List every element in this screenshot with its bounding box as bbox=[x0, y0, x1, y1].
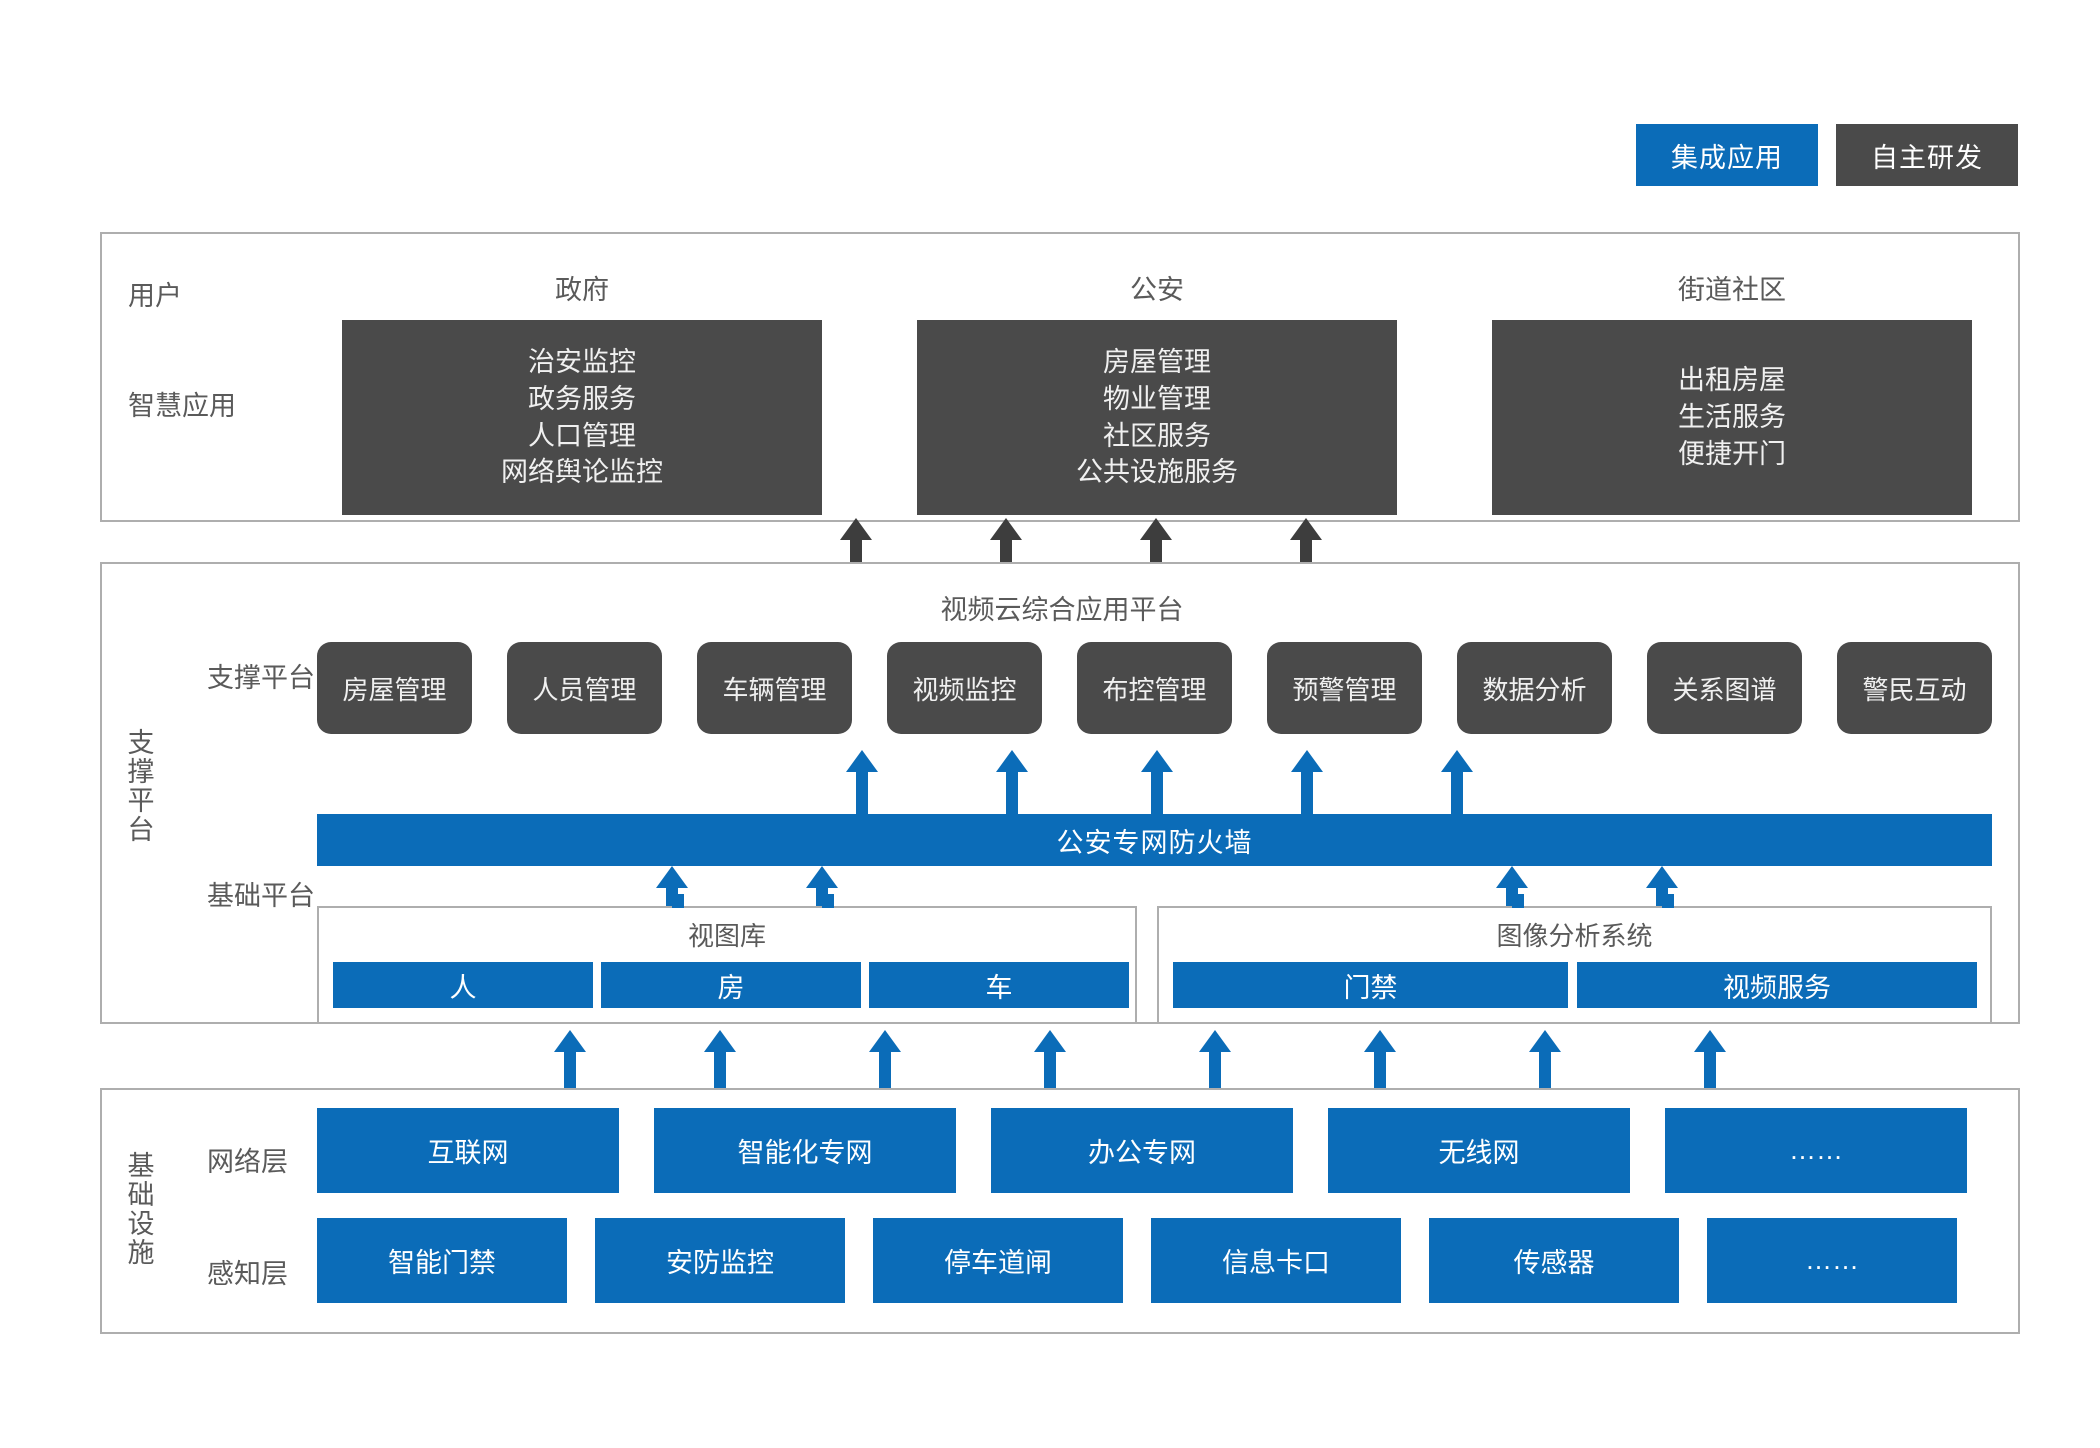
module-pill[interactable]: 布控管理 bbox=[1077, 642, 1232, 734]
perception-layer-item-label: 信息卡口 bbox=[1222, 1248, 1330, 1278]
module-pill-label: 数据分析 bbox=[1482, 674, 1587, 705]
connector-stub bbox=[672, 894, 684, 908]
perception-layer-item[interactable]: 传感器 bbox=[1429, 1218, 1679, 1303]
module-pill[interactable]: 预警管理 bbox=[1267, 642, 1422, 734]
perception-layer-item-label: 停车道闸 bbox=[944, 1248, 1052, 1278]
row-label-support-platform: 支撑平台 bbox=[207, 663, 315, 693]
base-item-label: 视频服务 bbox=[1723, 972, 1831, 1003]
network-layer-item-label: 办公专网 bbox=[1088, 1138, 1196, 1168]
application-item: 生活服务 bbox=[1678, 402, 1786, 432]
application-item: 便捷开门 bbox=[1678, 438, 1786, 469]
base-group-title: 视图库 bbox=[687, 921, 766, 951]
perception-layer-item[interactable]: 停车道闸 bbox=[873, 1218, 1123, 1303]
base-item-label: 车 bbox=[985, 972, 1013, 1003]
application-item: 网络舆论监控 bbox=[501, 457, 663, 488]
legend: 集成应用 自主研发 bbox=[1636, 124, 2018, 186]
perception-layer-item[interactable]: 智能门禁 bbox=[317, 1218, 567, 1303]
base-item[interactable]: 车 bbox=[869, 962, 1129, 1008]
module-pill[interactable]: 人员管理 bbox=[507, 642, 662, 734]
base-item[interactable]: 房 bbox=[601, 962, 861, 1008]
network-layer-item[interactable]: 无线网 bbox=[1328, 1108, 1630, 1193]
support-platform-panel: 支撑平台 视频云综合应用平台 支撑平台 房屋管理 人员管理 车辆管理 视频监控 … bbox=[100, 562, 2020, 1024]
module-pill-label: 布控管理 bbox=[1102, 674, 1207, 705]
row-label-perception-layer: 感知层 bbox=[207, 1259, 288, 1289]
base-item[interactable]: 门禁 bbox=[1173, 962, 1568, 1008]
column-title-public-security: 公安 bbox=[1130, 275, 1184, 305]
perception-layer-item-label: 智能门禁 bbox=[388, 1248, 496, 1278]
base-group-view-library: 视图库 人 房 车 bbox=[317, 906, 1137, 1024]
module-pill-label: 人员管理 bbox=[532, 674, 637, 705]
application-item: 公共设施服务 bbox=[1076, 457, 1238, 488]
connector-stub bbox=[1512, 894, 1524, 908]
perception-layer-item-ellipsis[interactable]: …… bbox=[1707, 1218, 1957, 1303]
module-pill-label: 车辆管理 bbox=[722, 674, 827, 705]
module-pill-label: 视频监控 bbox=[912, 674, 1017, 705]
network-layer-item-ellipsis[interactable]: …… bbox=[1665, 1108, 1967, 1193]
module-pill[interactable]: 关系图谱 bbox=[1647, 642, 1802, 734]
connector-stub bbox=[1662, 894, 1674, 908]
infrastructure-panel: 基础设施 网络层 互联网 智能化专网 办公专网 无线网 …… 感知层 智能门禁 … bbox=[100, 1088, 2020, 1334]
module-pill[interactable]: 车辆管理 bbox=[697, 642, 852, 734]
firewall-label: 公安专网防火墙 bbox=[1056, 827, 1253, 858]
base-group-title: 图像分析系统 bbox=[1496, 921, 1653, 951]
connector-stub bbox=[822, 894, 834, 908]
base-item-label: 房 bbox=[717, 972, 745, 1003]
column-title-government: 政府 bbox=[555, 275, 609, 305]
network-layer-item-label: …… bbox=[1789, 1135, 1843, 1165]
application-item: 治安监控 bbox=[528, 346, 636, 377]
base-item-label: 人 bbox=[449, 972, 477, 1003]
base-group-image-analysis: 图像分析系统 门禁 视频服务 bbox=[1157, 906, 1992, 1024]
module-pill-label: 警民互动 bbox=[1862, 674, 1967, 705]
column-title-street-community: 街道社区 bbox=[1678, 275, 1786, 305]
network-layer-item[interactable]: 智能化专网 bbox=[654, 1108, 956, 1193]
application-box-government: 治安监控 政务服务 人口管理 网络舆论监控 bbox=[342, 320, 822, 515]
perception-layer-item-label: …… bbox=[1805, 1245, 1859, 1275]
application-item: 房屋管理 bbox=[1103, 346, 1211, 377]
module-pill[interactable]: 房屋管理 bbox=[317, 642, 472, 734]
legend-chip-self-developed: 自主研发 bbox=[1836, 124, 2018, 186]
network-layer-item-label: 互联网 bbox=[427, 1138, 509, 1168]
module-pill-label: 预警管理 bbox=[1292, 674, 1397, 705]
side-label-infrastructure: 基础设施 bbox=[127, 1151, 155, 1269]
application-box-street-community: 出租房屋 生活服务 便捷开门 bbox=[1492, 320, 1972, 515]
perception-layer-item[interactable]: 信息卡口 bbox=[1151, 1218, 1401, 1303]
legend-chip-integrated-app: 集成应用 bbox=[1636, 124, 1818, 186]
perception-layer-item-label: 安防监控 bbox=[666, 1248, 774, 1278]
module-pill[interactable]: 视频监控 bbox=[887, 642, 1042, 734]
module-pill[interactable]: 警民互动 bbox=[1837, 642, 1992, 734]
application-layer-panel: 用户 智慧应用 政府 治安监控 政务服务 人口管理 网络舆论监控 公安 房屋管理… bbox=[100, 232, 2020, 522]
legend-chip-label: 自主研发 bbox=[1871, 142, 1983, 173]
network-layer-item-label: 智能化专网 bbox=[737, 1138, 873, 1168]
module-pill-label: 房屋管理 bbox=[342, 674, 447, 705]
firewall-bar: 公安专网防火墙 bbox=[317, 814, 1992, 866]
application-item: 人口管理 bbox=[528, 420, 636, 451]
perception-layer-item-label: 传感器 bbox=[1513, 1248, 1595, 1278]
row-label-base-platform: 基础平台 bbox=[207, 881, 315, 911]
network-layer-item-label: 无线网 bbox=[1438, 1138, 1520, 1168]
application-item: 政务服务 bbox=[528, 383, 636, 414]
application-item: 物业管理 bbox=[1103, 383, 1211, 414]
application-box-public-security: 房屋管理 物业管理 社区服务 公共设施服务 bbox=[917, 320, 1397, 515]
row-label-user: 用户 bbox=[128, 281, 182, 311]
perception-layer-item[interactable]: 安防监控 bbox=[595, 1218, 845, 1303]
application-item: 社区服务 bbox=[1103, 420, 1211, 451]
side-label-support-platform: 支撑平台 bbox=[127, 728, 155, 846]
base-item-label: 门禁 bbox=[1343, 972, 1398, 1003]
platform-title: 视频云综合应用平台 bbox=[940, 595, 1184, 625]
network-layer-item[interactable]: 互联网 bbox=[317, 1108, 619, 1193]
base-item[interactable]: 视频服务 bbox=[1577, 962, 1977, 1008]
application-item: 出租房屋 bbox=[1678, 365, 1786, 396]
network-layer-item[interactable]: 办公专网 bbox=[991, 1108, 1293, 1193]
legend-chip-label: 集成应用 bbox=[1671, 142, 1783, 173]
module-pill-label: 关系图谱 bbox=[1672, 674, 1777, 705]
module-pill[interactable]: 数据分析 bbox=[1457, 642, 1612, 734]
base-item[interactable]: 人 bbox=[333, 962, 593, 1008]
row-label-network-layer: 网络层 bbox=[207, 1147, 288, 1177]
row-label-smart-application: 智慧应用 bbox=[128, 391, 236, 421]
